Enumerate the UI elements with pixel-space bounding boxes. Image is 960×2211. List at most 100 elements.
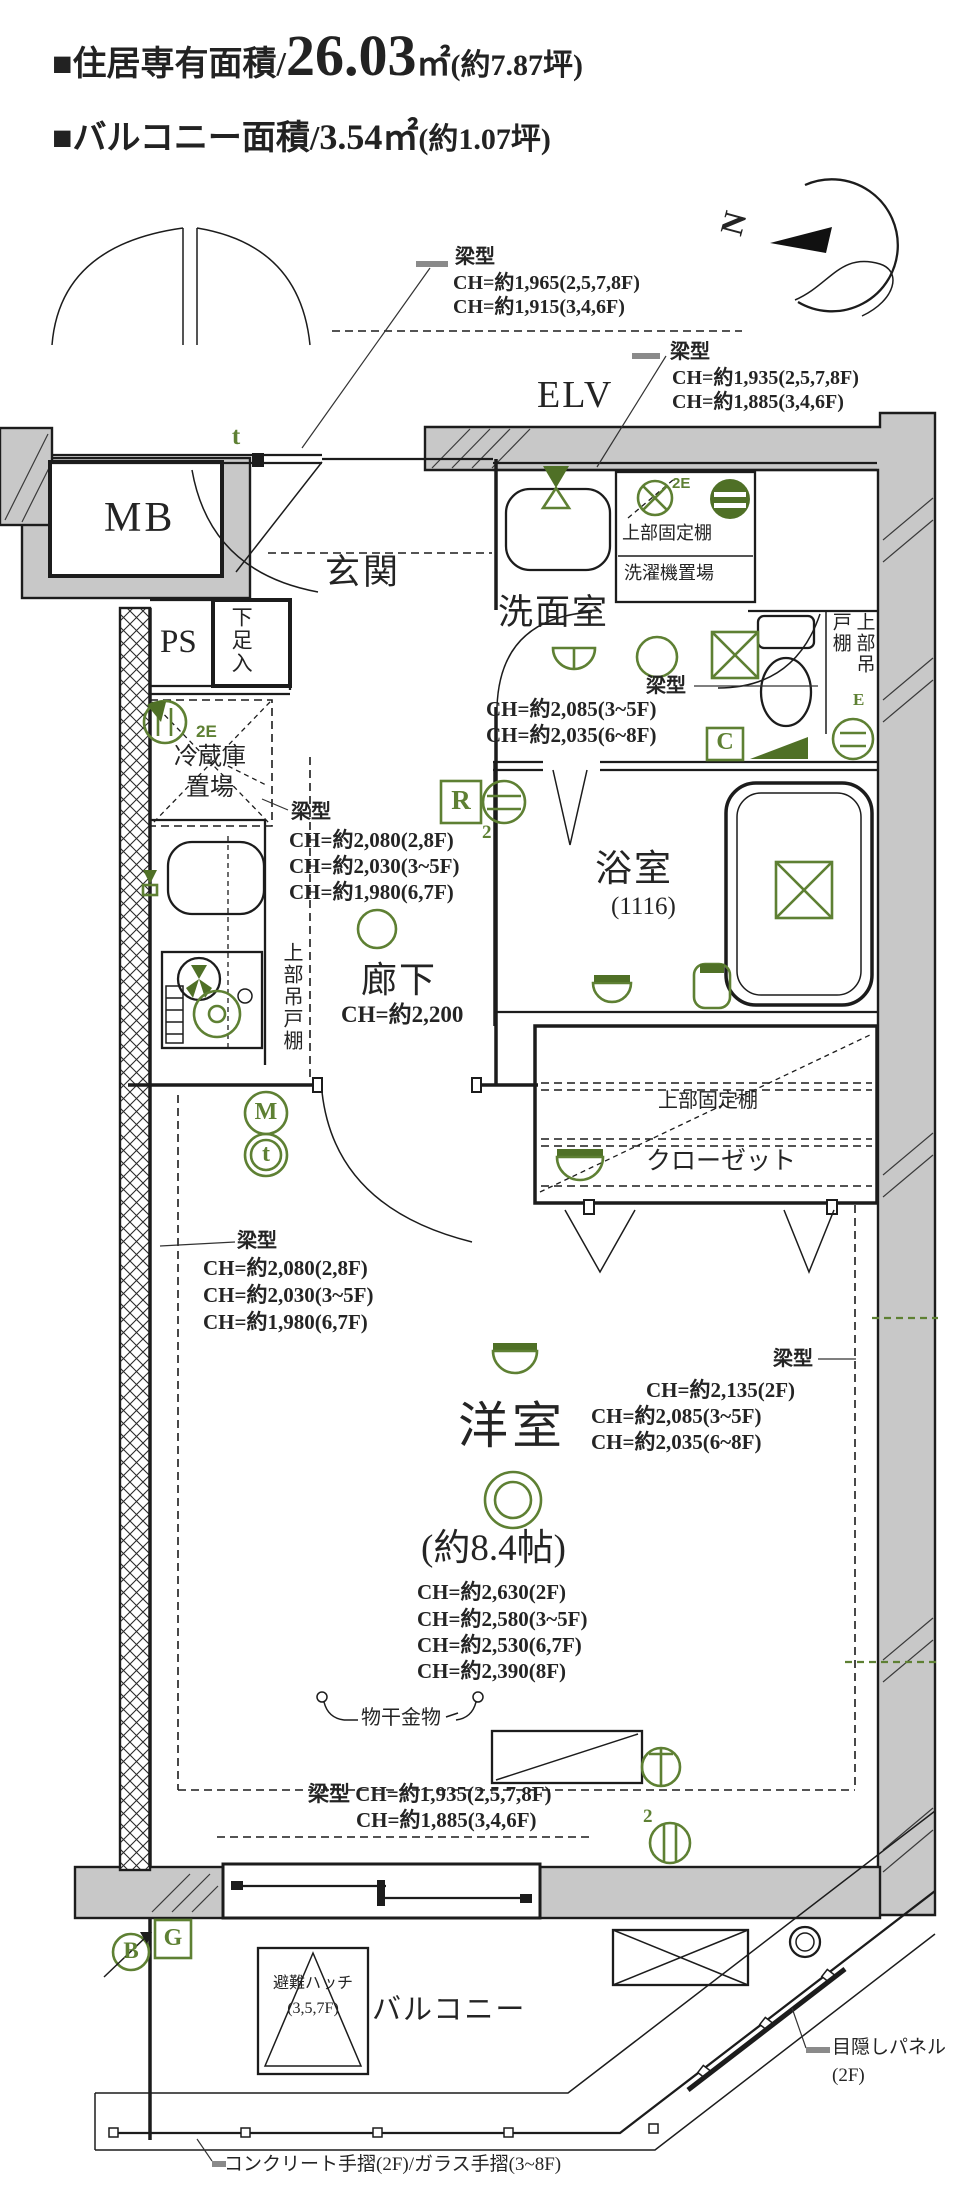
outlet-2e-washer-marker: 2E <box>672 475 691 492</box>
beam-bedroom-left-title: 梁型 <box>237 1230 277 1252</box>
r-outlet-icon <box>481 779 527 825</box>
beam-bedroom-right-title: 梁型 <box>773 1348 813 1370</box>
washer-space-box <box>614 470 757 604</box>
kitchen-cupboard-label: 上部吊戸棚 <box>280 942 302 1052</box>
bedroom-size-label: (約8.4帖) <box>421 1528 566 1569</box>
outlet-dark-icon <box>710 479 750 519</box>
bedroom-ch-l1: CH=約2,630(2F) <box>417 1580 567 1604</box>
kitchen <box>141 818 267 1065</box>
beam-washroom-title: 梁型 <box>646 675 686 697</box>
balcony-area-label: ■バルコニー面積/ <box>52 120 320 157</box>
washroom-label: 洗面室 <box>498 593 610 632</box>
exhaust-fan-icon <box>710 630 760 680</box>
sub2-balcony-marker: 2 <box>643 1806 653 1827</box>
bedroom-ch-l3: CH=約2,530(6,7F) <box>417 1633 582 1657</box>
faucet-icon <box>543 466 569 488</box>
handrail-label: コンクリート手摺(2F)/ガラス手摺(3~8F) <box>224 2154 562 2175</box>
genkan-label: 玄関 <box>325 553 402 592</box>
balcony-area-tsubo: (約1.07坪) <box>418 123 551 156</box>
unit-area-value: 26.03 <box>285 23 417 88</box>
drain-box <box>611 1928 750 1987</box>
outlet-2e-fridge-marker: 2E <box>196 722 217 741</box>
m-marker: M <box>254 1099 278 1125</box>
leader-lines <box>159 261 856 2167</box>
elv-label: ELV <box>537 374 614 416</box>
beam-bedroom-left-l1: CH=約2,080(2,8F) <box>203 1256 368 1280</box>
corridor-light-icon <box>356 908 398 950</box>
balcony-area-value: 3.54㎡ <box>319 117 419 157</box>
meter-box <box>48 460 224 578</box>
north-compass <box>770 178 899 317</box>
beam-entrance-l1: CH=約1,965(2,5,7,8F) <box>453 272 640 294</box>
counter-box <box>490 1729 644 1785</box>
kitchen-sink <box>166 840 266 916</box>
beam-bedroom-right-l3: CH=約2,035(6~8F) <box>591 1430 762 1454</box>
washer-valve-icon <box>636 479 674 517</box>
beam-corridor-l2: CH=約2,030(3~5F) <box>289 854 460 878</box>
laundry-hook-icon <box>316 1691 328 1703</box>
wedge-icon <box>750 737 808 759</box>
g-box <box>153 1918 193 1960</box>
north-arrow-icon <box>770 227 832 253</box>
fridge-outlet-icon <box>142 699 188 745</box>
washer-shelf-label: 上部固定棚 <box>622 523 712 543</box>
unit-area-unit: ㎡ <box>416 46 451 83</box>
beam-entrance-title: 梁型 <box>455 246 495 268</box>
washroom-door-arc <box>496 611 593 708</box>
toilet-area <box>710 614 875 761</box>
beam-washroom-l1: CH=約2,085(3~5F) <box>486 697 657 721</box>
bathtub <box>724 781 874 1007</box>
beam-bedroom-left-l3: CH=約1,980(6,7F) <box>203 1310 368 1334</box>
beam-elv-l1: CH=約1,935(2,5,7,8F) <box>672 367 859 389</box>
thermostat-circle <box>243 1132 289 1178</box>
balcony-label: バルコニー <box>372 1994 527 2026</box>
drain-icon <box>551 646 597 671</box>
r-sub-marker: 2 <box>482 822 492 843</box>
closet-light-icon <box>555 1155 605 1182</box>
beam-corridor-l1: CH=約2,080(2,8F) <box>289 828 454 852</box>
closet-door-fold-right <box>783 1209 835 1275</box>
burner-green <box>192 989 242 1039</box>
bedroom-ch-l2: CH=約2,580(3~5F) <box>417 1607 588 1631</box>
privacy-panel <box>686 1967 847 2092</box>
balcony-floor-edge <box>95 1810 936 2094</box>
tub-fan-icon <box>774 860 834 920</box>
beam-balcony-l1: 梁型 CH=約1,935(2,5,7,8F) <box>308 1782 552 1806</box>
vanity-sink <box>504 487 612 572</box>
ceiling-light-icon <box>483 1470 543 1530</box>
beam-corridor-l3: CH=約1,980(6,7F) <box>289 880 454 904</box>
outlet-icon-2 <box>648 1821 692 1865</box>
t-hall-marker: t <box>262 1141 270 1167</box>
r-box <box>439 779 483 825</box>
beam-balcony-l2: CH=約1,885(3,4,6F) <box>356 1808 537 1832</box>
shower-drain-icon <box>591 981 633 1004</box>
bedroom-fixtures <box>142 699 745 1865</box>
fridge-label: 冷蔵庫 置場 <box>174 744 246 802</box>
bath-label: 浴室 <box>595 849 673 890</box>
kitchen-faucet-icon <box>143 870 157 884</box>
beam-entrance-l2: CH=約1,915(3,4,6F) <box>453 296 625 318</box>
t-entrance-marker: t <box>231 423 241 450</box>
r-marker: R <box>451 785 471 815</box>
closet-shelf-label: 上部固定棚 <box>658 1090 758 1112</box>
entry-door-arc <box>191 469 319 593</box>
closet-door-fold-left <box>564 1209 636 1274</box>
shoe-cabinet-label: 下足入 <box>229 606 254 675</box>
beam-bedroom-right-l2: CH=約2,085(3~5F) <box>591 1404 762 1428</box>
beam-bedroom-left-l2: CH=約2,030(3~5F) <box>203 1283 374 1307</box>
bedroom-door-arc <box>321 1091 473 1243</box>
bedroom-ch-l4: CH=約2,390(8F) <box>417 1659 567 1683</box>
insulation-band <box>118 606 152 1872</box>
corridor-label: 廊下 <box>361 960 438 1000</box>
closet-label: クローゼット <box>646 1148 797 1175</box>
washer-space-label: 洗濯機置場 <box>624 563 714 583</box>
fixture-circle-icon <box>635 635 679 679</box>
bathroom <box>591 781 874 1010</box>
toilet-bowl <box>759 656 813 728</box>
escape-hatch <box>256 1946 370 2076</box>
corridor-ch-label: CH=約2,200 <box>341 1002 464 1027</box>
b-marker: B <box>123 1938 139 1963</box>
c-marker: C <box>716 729 734 755</box>
ps-label: PS <box>160 624 197 660</box>
